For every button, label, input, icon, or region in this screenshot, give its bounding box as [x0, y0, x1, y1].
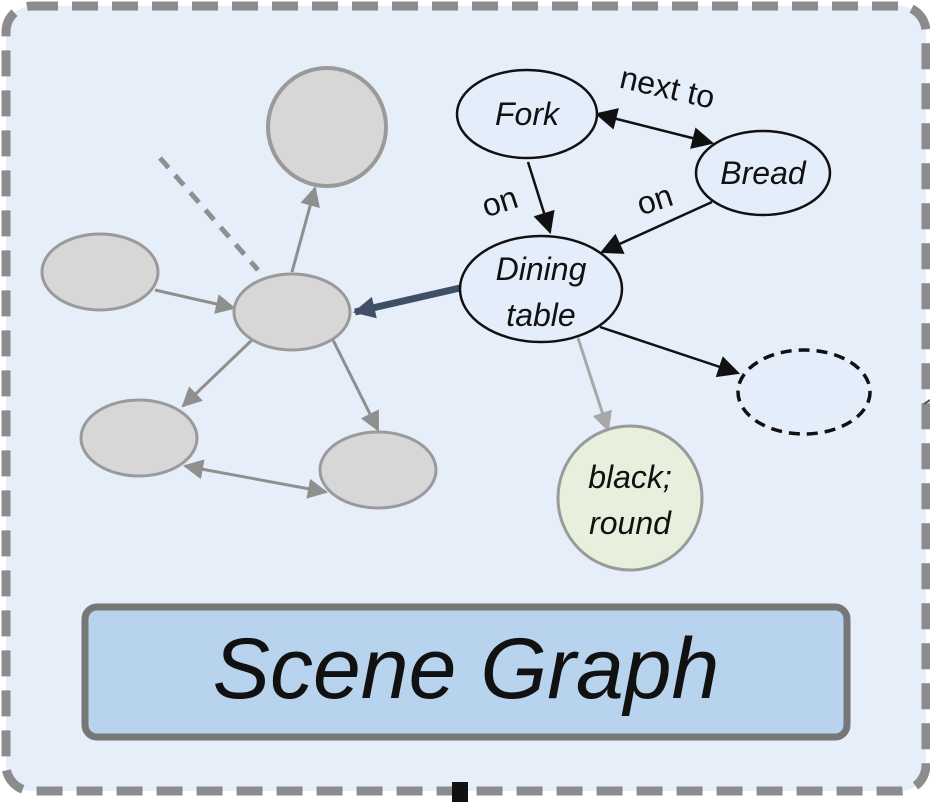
attribute-label-line2: round	[589, 505, 672, 541]
edge-bottom-bidirectional	[183, 459, 328, 499]
right-edge-fragment	[923, 399, 930, 405]
dining-table-node	[458, 234, 624, 344]
edge-left-to-center	[154, 288, 236, 314]
edge-fork-bread	[594, 108, 715, 149]
scene-graph-banner	[81, 603, 851, 741]
gray-node-bottom-left	[79, 398, 199, 478]
edge-bread-on-table	[599, 200, 713, 254]
scene-graph-title: Scene Graph	[213, 621, 720, 717]
bottom-connector	[452, 782, 468, 802]
edge-table-to-attribute	[576, 337, 612, 432]
gray-node-bottom-right	[318, 430, 438, 510]
dining-table-label-line2: table	[506, 297, 575, 333]
edge-table-to-unknown	[599, 325, 741, 378]
bread-label: Bread	[720, 155, 807, 191]
attribute-node	[556, 424, 704, 572]
gray-node-top	[266, 66, 388, 188]
dining-table-label-line1: Dining	[496, 251, 587, 287]
unknown-node	[736, 348, 872, 436]
edge-fork-on-table	[526, 161, 555, 235]
gray-node-left	[40, 232, 160, 312]
edge-center-to-bottom-left	[181, 338, 254, 408]
fork-node	[455, 68, 599, 160]
edge-center-to-bottom-right	[331, 339, 380, 432]
bread-node	[694, 129, 832, 217]
fork-label: Fork	[495, 96, 561, 132]
attribute-label-line1: black;	[588, 459, 672, 495]
dashed-edge	[158, 156, 260, 272]
gray-node-center	[232, 272, 352, 352]
edge-center-to-top	[290, 186, 320, 273]
link-arrow	[352, 284, 461, 319]
